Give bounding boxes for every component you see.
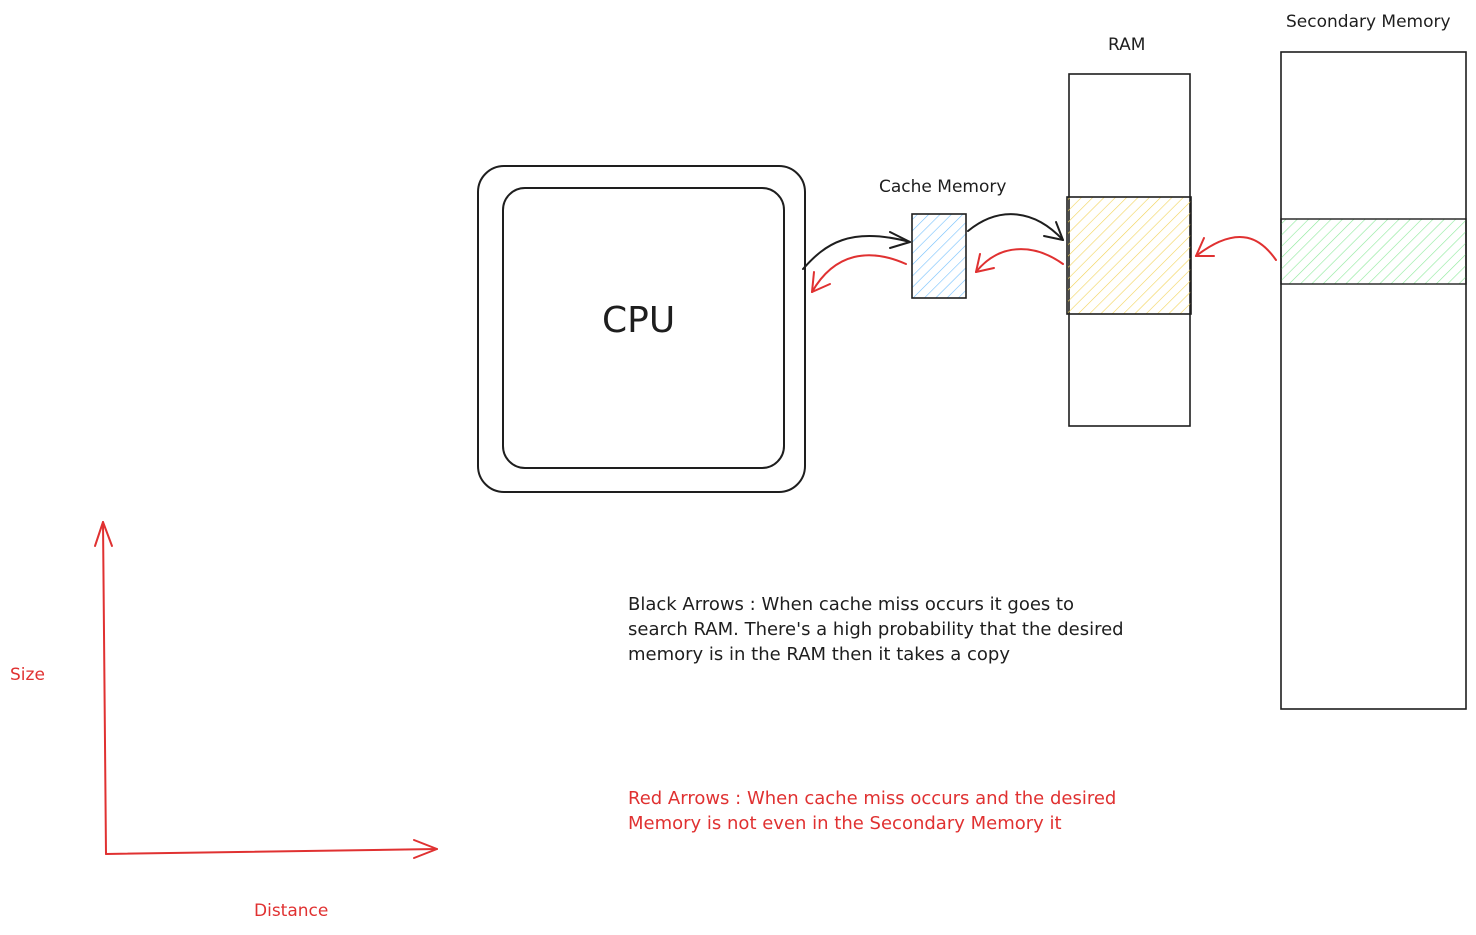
- red-arrow-cache-to-cpu: [811, 254, 907, 293]
- cpu-label: CPU: [602, 300, 676, 341]
- cpu-outer-box: [477, 165, 806, 493]
- size-axis-label: Size: [10, 665, 45, 685]
- red-arrow-ram-to-cache: [975, 248, 1064, 273]
- cache-memory-label: Cache Memory: [879, 177, 1007, 197]
- secondary-memory-label: Secondary Memory: [1286, 12, 1451, 32]
- black-arrow-cpu-to-cache: [802, 231, 911, 270]
- secondary-memory-highlight-block: [1280, 218, 1467, 285]
- size-axis-arrow: [94, 521, 113, 855]
- black-arrow-cache-to-ram: [967, 213, 1064, 241]
- ram-highlight-block: [1066, 196, 1192, 315]
- cpu-inner-box: [502, 187, 785, 469]
- red-arrow-secondary-to-ram: [1195, 236, 1277, 261]
- distance-axis-arrow: [105, 839, 438, 859]
- distance-axis-label: Distance: [254, 901, 329, 921]
- secondary-memory-box: [1280, 51, 1467, 710]
- cache-memory-box: [911, 213, 967, 299]
- black-arrows-note: Black Arrows : When cache miss occurs it…: [628, 594, 1124, 665]
- red-arrows-note: Red Arrows : When cache miss occurs and …: [628, 788, 1117, 834]
- ram-label: RAM: [1108, 35, 1146, 55]
